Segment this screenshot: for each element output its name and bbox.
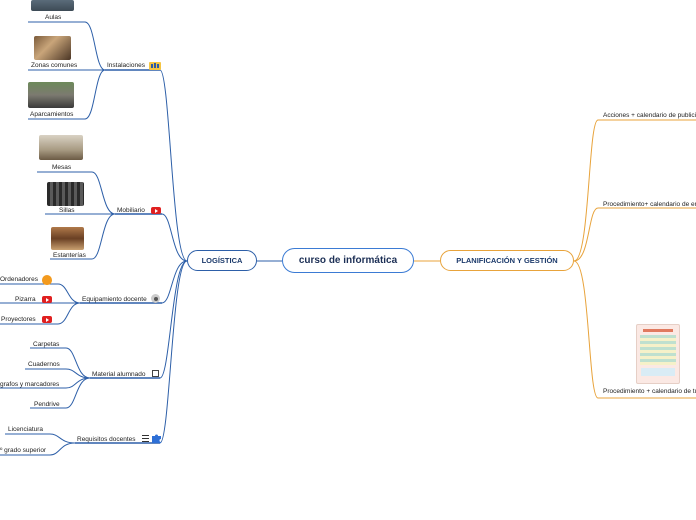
- leaf-carpetas[interactable]: Carpetas: [33, 341, 60, 348]
- leaf-ordenadores[interactable]: Ordenadores: [0, 276, 38, 283]
- leaf-grado-superior[interactable]: º grado superior: [0, 447, 47, 454]
- building-icon: [149, 62, 161, 70]
- notes-icon[interactable]: [141, 435, 149, 442]
- requisitos-label[interactable]: Requisitos docentes: [77, 436, 136, 443]
- puzzle-icon: [151, 433, 162, 444]
- external-link-icon[interactable]: [152, 370, 159, 377]
- leaf-proyectores[interactable]: Proyectores: [1, 316, 36, 323]
- estanterias-image: [51, 227, 84, 250]
- leaf-licenciatura[interactable]: Licenciatura: [8, 426, 44, 433]
- leaf-procedimiento-calendario-2[interactable]: Procedimiento + calendario de tu: [603, 388, 696, 395]
- mesas-image: [39, 135, 83, 160]
- aulas-image: [31, 0, 74, 11]
- equipamiento-label[interactable]: Equipamiento docente: [82, 296, 147, 303]
- link-material: [90, 260, 188, 379]
- leaf-grafos-marcadores[interactable]: grafos y marcadores: [0, 381, 60, 388]
- link-equipamiento: [80, 260, 188, 304]
- link-instalaciones: [105, 69, 188, 262]
- link-mobiliario: [115, 213, 188, 262]
- link-procedimiento-1: [573, 207, 696, 262]
- mobiliario-label[interactable]: Mobiliario: [117, 207, 145, 214]
- leaf-pendrive[interactable]: Pendrive: [34, 401, 60, 408]
- instalaciones-label[interactable]: Instalaciones: [107, 62, 145, 69]
- central-topic[interactable]: curso de informática: [282, 248, 414, 273]
- link-requisitos: [75, 260, 188, 444]
- leaf-aulas[interactable]: Aulas: [45, 14, 62, 21]
- leaf-procedimiento-calendario-1[interactable]: Procedimiento+ calendario de en: [603, 201, 696, 208]
- material-label[interactable]: Material alumnado: [92, 371, 146, 378]
- leaf-acciones-calendario[interactable]: Acciones + calendario de publicid: [603, 112, 696, 119]
- zonas-comunes-image: [34, 36, 71, 60]
- youtube-icon[interactable]: [151, 207, 161, 214]
- sillas-image: [47, 182, 84, 206]
- leaf-cuadernos[interactable]: Cuadernos: [28, 361, 60, 368]
- link-procedimiento-2: [573, 260, 696, 399]
- leaf-pizarra[interactable]: Pizarra: [15, 296, 36, 303]
- leaf-estanterias[interactable]: Estanterías: [53, 252, 86, 259]
- leaf-zonas-comunes[interactable]: Zonas comunes: [31, 62, 78, 69]
- logistica-topic[interactable]: LOGÍSTICA: [187, 250, 257, 271]
- webcam-icon: [151, 294, 160, 303]
- apple-icon: [42, 275, 52, 285]
- poster-image: [636, 324, 680, 384]
- aparcamientos-image: [28, 82, 74, 108]
- leaf-aparcamientos[interactable]: Aparcamientos: [30, 111, 74, 118]
- link-acciones: [573, 119, 696, 262]
- leaf-sillas[interactable]: Sillas: [59, 207, 75, 214]
- youtube-icon[interactable]: [42, 316, 52, 323]
- leaf-mesas[interactable]: Mesas: [52, 164, 72, 171]
- youtube-icon[interactable]: [42, 296, 52, 303]
- planificacion-topic[interactable]: PLANIFICACIÓN Y GESTIÓN: [440, 250, 574, 271]
